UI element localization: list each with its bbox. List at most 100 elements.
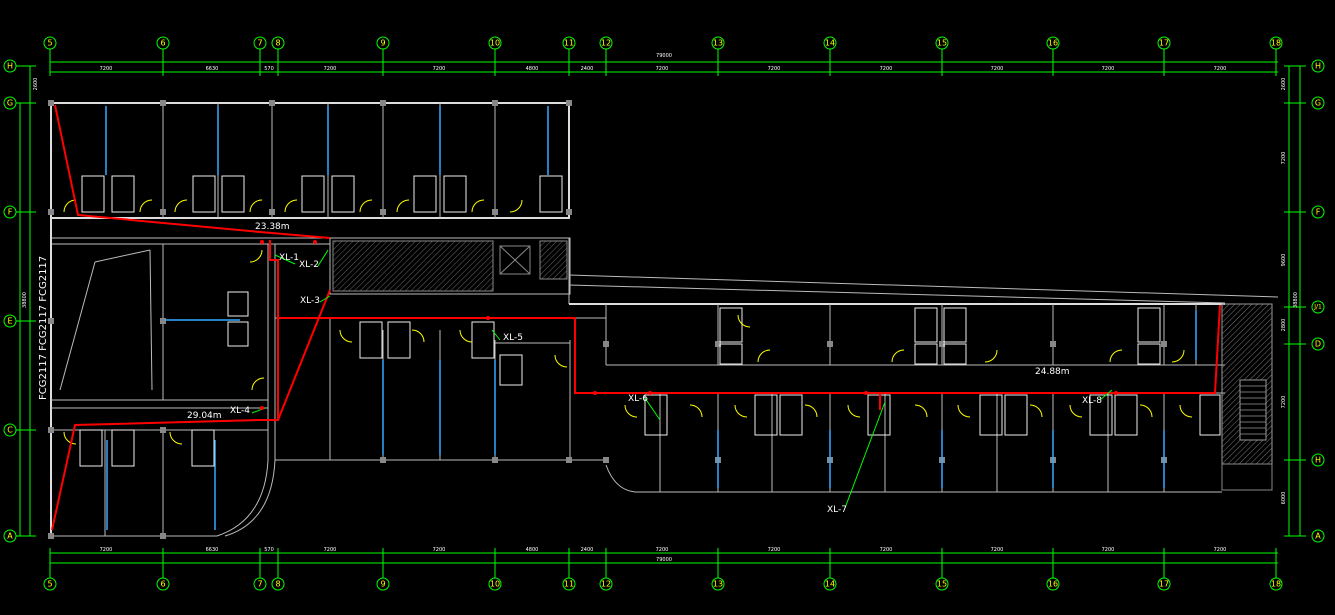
axis-bubbles-right: H G F J/1 D H A xyxy=(1311,59,1325,543)
dimension-texts-right: 2600 7200 9600 38800 2800 7200 6000 xyxy=(1281,78,1299,505)
dim-top-text: 7200 xyxy=(656,66,669,72)
line-label-xl6: XL-6 xyxy=(628,394,648,404)
dim-top-text: 4800 xyxy=(526,66,539,72)
axis-label: 5 xyxy=(47,39,52,48)
axis-label: 15 xyxy=(937,39,947,48)
dim-bottom-text: 7200 xyxy=(324,547,337,553)
dim-bottom-text: 7200 xyxy=(880,547,893,553)
line-label-xl1: XL-1 xyxy=(279,253,299,263)
dim-top-text: 7200 xyxy=(1214,66,1227,72)
axis-label: 7 xyxy=(257,580,262,589)
length-label-a: 23.38m xyxy=(255,222,290,232)
axis-label: H xyxy=(7,62,13,71)
dim-top-text: 7200 xyxy=(433,66,446,72)
line-label-xl8: XL-8 xyxy=(1082,396,1102,406)
axis-label: E xyxy=(7,317,12,326)
axis-label: 12 xyxy=(601,580,611,589)
dim-right-text: 2600 xyxy=(1281,78,1287,91)
axis-label: 13 xyxy=(713,39,723,48)
device-markers xyxy=(260,240,1118,410)
dim-left-total: 38800 xyxy=(22,292,28,308)
dim-top-text: 2400 xyxy=(581,66,594,72)
dim-top-total: 79000 xyxy=(656,53,672,59)
length-labels: 23.38m 29.04m 24.88m xyxy=(187,222,1070,421)
line-labels: XL-1 XL-2 XL-3 XL-4 XL-5 XL-6 XL-7 XL-8 xyxy=(230,253,1102,515)
axis-label: 16 xyxy=(1048,580,1058,589)
axis-label: 17 xyxy=(1159,39,1169,48)
axis-label: C xyxy=(7,426,13,435)
dim-bottom-text: 7200 xyxy=(656,547,669,553)
dimension-texts-left: 2600 38800 xyxy=(22,78,39,308)
axis-label: 18 xyxy=(1271,39,1281,48)
axis-label: 16 xyxy=(1048,39,1058,48)
dim-right-text: 7200 xyxy=(1281,152,1287,165)
line-label-xl3: XL-3 xyxy=(300,296,320,306)
dim-right-total: 38800 xyxy=(1293,292,1299,308)
axis-label: 11 xyxy=(564,580,574,589)
dimension-ticks xyxy=(14,56,1306,568)
dimension-texts-top: 7200 6630 570 7200 7200 4800 2400 7200 7… xyxy=(100,53,1227,72)
dim-bottom-text: 2400 xyxy=(581,547,594,553)
axis-label: A xyxy=(1315,532,1321,541)
dim-right-text: 9600 xyxy=(1281,254,1287,267)
dimension-frame xyxy=(19,61,1301,564)
axis-label: H xyxy=(1315,456,1321,465)
dim-top-text: 7200 xyxy=(100,66,113,72)
axis-label: 14 xyxy=(825,580,835,589)
axis-label: 9 xyxy=(380,39,385,48)
dim-bottom-text: 7200 xyxy=(768,547,781,553)
axis-label: G xyxy=(7,99,13,108)
dim-top-text: 7200 xyxy=(768,66,781,72)
dim-top-text: 7200 xyxy=(880,66,893,72)
axis-label: 14 xyxy=(825,39,835,48)
axis-label: J/1 xyxy=(1313,304,1322,311)
dim-bottom-text: 570 xyxy=(264,547,274,553)
dim-top-text: 7200 xyxy=(991,66,1004,72)
axis-label: 15 xyxy=(937,580,947,589)
dim-right-text: 2800 xyxy=(1281,319,1287,332)
axis-label: 5 xyxy=(47,580,52,589)
dim-bottom-text: 6630 xyxy=(206,547,219,553)
window-lines xyxy=(105,106,1197,530)
axis-label: F xyxy=(1316,208,1321,217)
axis-label: 10 xyxy=(490,39,500,48)
dim-bottom-text: 7200 xyxy=(100,547,113,553)
axis-label: 7 xyxy=(257,39,262,48)
axis-label: 9 xyxy=(380,580,385,589)
axis-label: 8 xyxy=(275,39,280,48)
dim-bottom-text: 7200 xyxy=(1102,547,1115,553)
axis-label: D xyxy=(1315,340,1321,349)
dim-bottom-text: 4800 xyxy=(526,547,539,553)
axis-label: 13 xyxy=(713,580,723,589)
dim-bottom-total: 79000 xyxy=(656,557,672,563)
dim-bottom-text: 7200 xyxy=(433,547,446,553)
dim-top-text: 7200 xyxy=(1102,66,1115,72)
axis-bubbles-bottom: 5 6 7 8 9 10 11 12 13 14 15 16 17 18 xyxy=(43,568,1283,591)
dim-right-text: 7200 xyxy=(1281,396,1287,409)
dim-left-text: 2600 xyxy=(33,78,39,91)
dim-right-text: 6000 xyxy=(1281,492,1287,505)
line-label-xl5: XL-5 xyxy=(503,333,523,343)
axis-label: 17 xyxy=(1159,580,1169,589)
dimension-texts-bottom: 7200 6630 570 7200 7200 4800 2400 7200 7… xyxy=(100,547,1227,563)
axis-label: H xyxy=(1315,62,1321,71)
axis-label: 12 xyxy=(601,39,611,48)
axis-label: F xyxy=(8,208,13,217)
dim-bottom-text: 7200 xyxy=(991,547,1004,553)
axis-label: 11 xyxy=(564,39,574,48)
vertical-label: FCG2117 FCG2117 FCG2117 xyxy=(38,256,49,400)
axis-bubbles-top: 5 6 7 8 9 10 11 12 13 14 15 16 17 18 xyxy=(43,36,1283,56)
length-label-c: 24.88m xyxy=(1035,367,1070,377)
axis-label: 6 xyxy=(160,580,165,589)
dim-top-text: 570 xyxy=(264,66,274,72)
dim-top-text: 6630 xyxy=(206,66,219,72)
axis-label: 18 xyxy=(1271,580,1281,589)
axis-label: 8 xyxy=(275,580,280,589)
axis-label: A xyxy=(7,532,13,541)
axis-label: 10 xyxy=(490,580,500,589)
axis-label: 6 xyxy=(160,39,165,48)
dim-bottom-text: 7200 xyxy=(1214,547,1227,553)
length-label-b: 29.04m xyxy=(187,411,222,421)
wiring-routes xyxy=(51,104,1221,531)
